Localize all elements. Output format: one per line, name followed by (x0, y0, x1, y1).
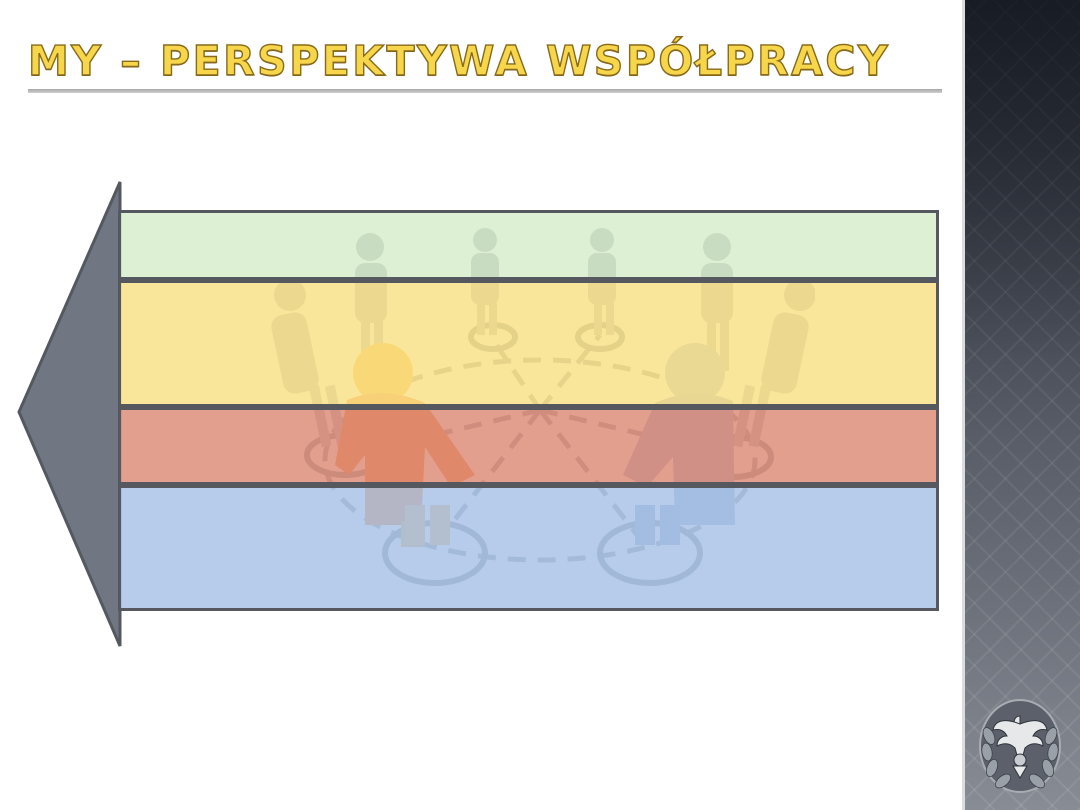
side-decoration-strip (962, 0, 1080, 810)
band-red (118, 407, 939, 485)
band-yellow (118, 280, 939, 407)
band-green (118, 210, 939, 280)
title-underline (28, 89, 942, 93)
side-strip-edge (962, 0, 965, 810)
band-blue (118, 485, 939, 611)
slide-title: MY – PERSPEKTYWA WSPÓŁPRACY (27, 36, 891, 85)
arrow-left-icon (17, 181, 122, 647)
cooperation-diagram (17, 181, 939, 647)
eagle-emblem-icon (979, 699, 1061, 793)
